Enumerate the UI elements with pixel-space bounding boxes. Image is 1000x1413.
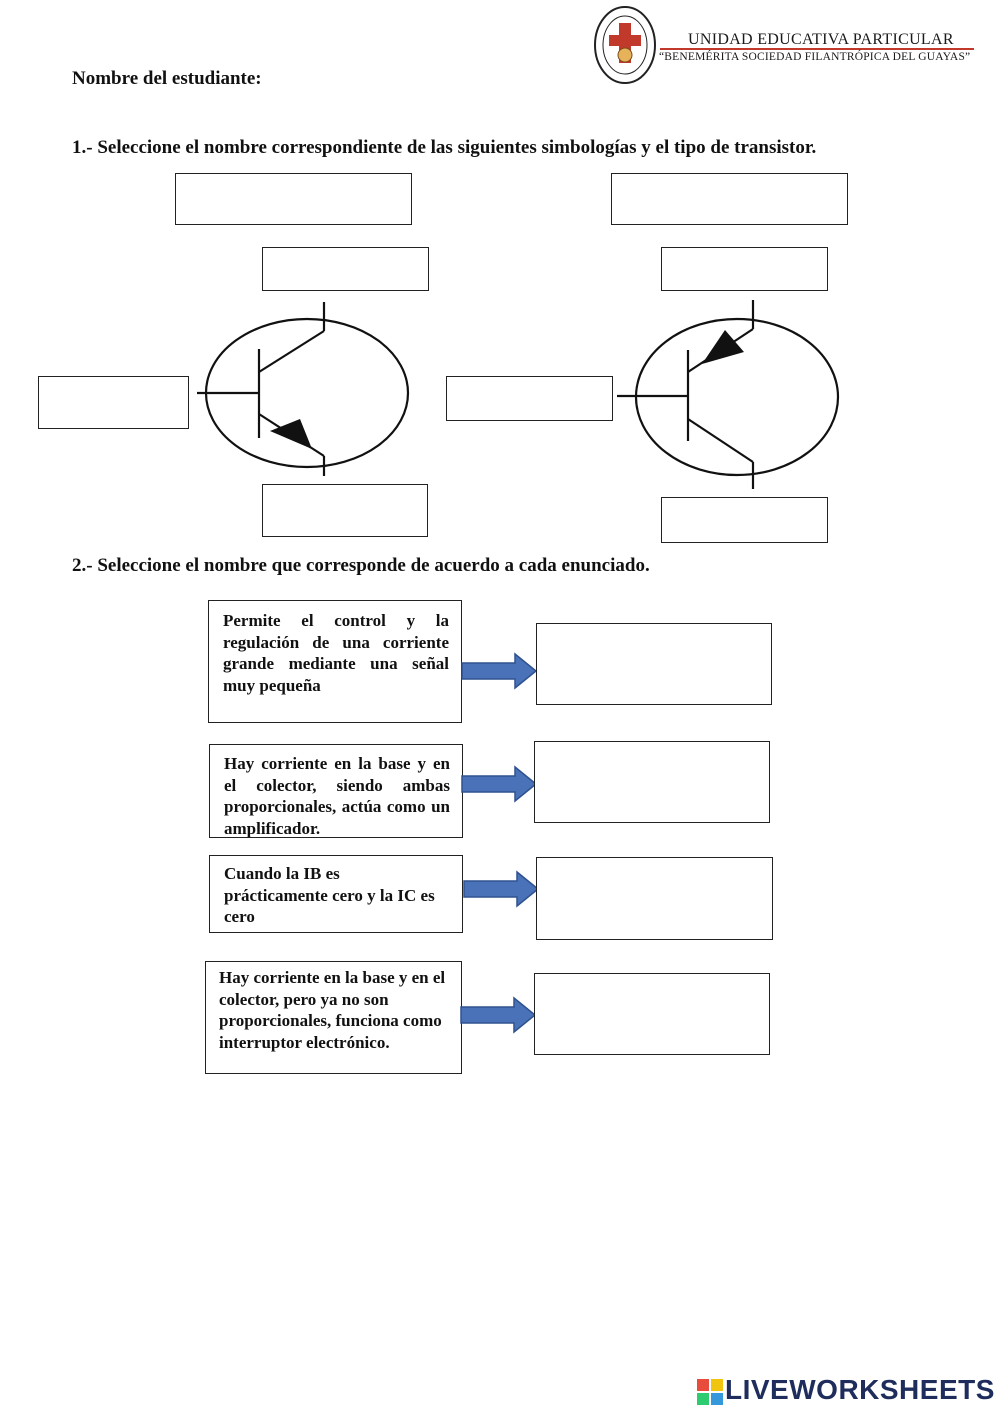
statement-2-text: Hay corriente en la base y en el colecto…: [224, 754, 450, 838]
statement-1: Permite el control y la regulación de un…: [208, 600, 462, 723]
liveworksheets-logo-icon: [697, 1379, 723, 1405]
answer-box-npn-base[interactable]: [38, 376, 189, 429]
right-arrow-icon: [463, 870, 540, 908]
answer-box-statement-4[interactable]: [534, 973, 770, 1055]
header-rule: [660, 48, 974, 50]
right-arrow-icon: [460, 996, 537, 1034]
answer-box-statement-2[interactable]: [534, 741, 770, 823]
statement-3: Cuando la IB es prácticamente cero y la …: [209, 855, 463, 933]
npn-transistor-symbol: [197, 302, 410, 476]
liveworksheets-brand[interactable]: LIVEWORKSHEETS: [725, 1374, 995, 1405]
school-name-line2: “BENEMÉRITA SOCIEDAD FILANTRÓPICA DEL GU…: [659, 51, 971, 63]
answer-box-npn-collector[interactable]: [262, 247, 429, 291]
question-1-heading: 1.- Seleccione el nombre correspondiente…: [72, 137, 817, 158]
answer-box-npn-type[interactable]: [175, 173, 412, 225]
answer-box-statement-1[interactable]: [536, 623, 772, 705]
statement-4: Hay corriente en la base y en el colecto…: [205, 961, 462, 1074]
answer-box-statement-3[interactable]: [536, 857, 773, 940]
statement-2: Hay corriente en la base y en el colecto…: [209, 744, 463, 838]
answer-box-pnp-type[interactable]: [611, 173, 848, 225]
statement-4-text: Hay corriente en la base y en el colecto…: [219, 968, 446, 1052]
answer-box-pnp-collector[interactable]: [661, 497, 828, 543]
school-seal-icon: [593, 5, 657, 85]
right-arrow-icon: [461, 652, 538, 690]
statement-1-text: Permite el control y la regulación de un…: [223, 611, 449, 695]
statement-3-text: Cuando la IB es prácticamente cero y la …: [224, 864, 435, 926]
question-2-heading: 2.- Seleccione el nombre que corresponde…: [72, 555, 650, 576]
answer-box-npn-emitter[interactable]: [262, 484, 428, 537]
student-name-label: Nombre del estudiante:: [72, 68, 262, 89]
answer-box-pnp-emitter[interactable]: [661, 247, 828, 291]
right-arrow-icon: [461, 765, 538, 803]
school-name-line1: UNIDAD EDUCATIVA PARTICULAR: [688, 31, 954, 48]
answer-box-pnp-base[interactable]: [446, 376, 613, 421]
pnp-transistor-symbol: [617, 300, 840, 489]
